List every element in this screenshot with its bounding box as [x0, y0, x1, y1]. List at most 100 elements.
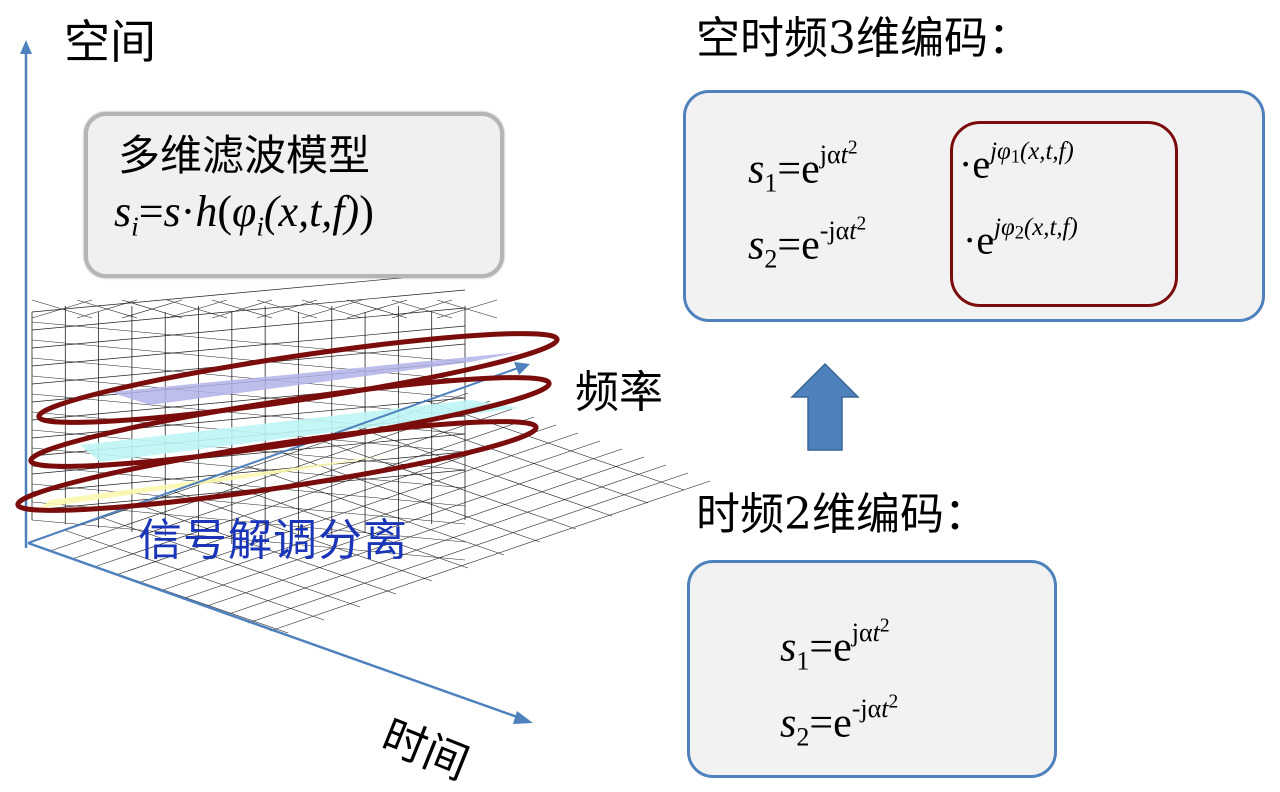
s2-exp-t: t: [881, 693, 889, 723]
grid-line: [159, 440, 601, 592]
grid-line: [171, 490, 433, 582]
grid-line: [279, 451, 541, 543]
s1-exp-pow: 2: [847, 137, 858, 158]
s1-exp-prefix: jα: [851, 617, 873, 647]
s2-exp-pow: 2: [856, 213, 867, 234]
frequency-axis-label: 频率: [575, 367, 663, 418]
3d-coding-title: 空时频3维编码：: [696, 13, 1032, 64]
s1-exp-prefix: jα: [819, 139, 841, 169]
grid-line: [121, 299, 183, 319]
grid-line: [211, 299, 273, 319]
signal-demod-label: 信号解调分离: [138, 515, 408, 566]
eq-close: ): [359, 187, 374, 236]
grid-line: [31, 339, 466, 381]
space-axis-arrowhead: [20, 40, 32, 54]
eq-dot: ·: [180, 187, 196, 236]
2d-eq-s2: s2=e-jαt2: [780, 691, 898, 752]
grid-line: [63, 529, 325, 621]
ellipse-bottom: [15, 419, 539, 513]
eq-phi: φ: [231, 187, 257, 236]
2d-eq-s1: s1=ejαt2: [780, 615, 890, 676]
frequency-planes: [40, 352, 520, 508]
eq-open: (: [217, 187, 232, 236]
time-axis: [27, 541, 521, 720]
grid-line: [31, 271, 466, 313]
phase2-dot: ·: [963, 217, 977, 263]
eq-args: (x,t,f): [263, 187, 360, 236]
grid-line: [203, 456, 645, 608]
phase2-args: (x,t,f): [1024, 214, 1078, 241]
plane-purple: [110, 352, 520, 405]
s2-equals: =: [809, 700, 834, 747]
grid-line: [31, 451, 466, 493]
grid-line: [166, 299, 228, 319]
s2-exp-prefix: -jα: [819, 215, 850, 245]
s1-equals: =: [777, 146, 802, 193]
filter-model-equation: si=s·h(φi(x,t,f)): [114, 186, 374, 243]
grid-line: [31, 483, 466, 525]
phase1-base: e: [972, 141, 991, 187]
3d-coding-box: s1=ejαt2 s2=e-jαt2 ·ejφ1(x,t,f) ·ejφ2(x,…: [683, 90, 1265, 322]
up-arrow-icon: [790, 362, 860, 451]
plane-yellow: [40, 455, 390, 508]
grid-line: [76, 299, 138, 319]
s2-sub: 2: [796, 722, 810, 752]
2d-coding-title: 时频2维编码：: [696, 489, 988, 540]
s2-symbol: s: [748, 222, 765, 269]
phase2-base: e: [976, 217, 995, 263]
3d-eq-s2: s2=e-jαt2: [748, 213, 866, 274]
filter-model-title: 多维滤波模型: [118, 131, 371, 180]
grid-line: [256, 299, 318, 319]
grid-line: [346, 299, 408, 319]
eq-phi-sub: i: [256, 211, 264, 242]
phase2-exp: jφ: [994, 214, 1015, 241]
s2-exp-prefix: -jα: [851, 693, 882, 723]
grid-line: [31, 307, 466, 349]
phase1-args: (x,t,f): [1020, 138, 1074, 165]
frequency-axis-arrowhead: [514, 362, 530, 375]
grid-line: [93, 416, 535, 568]
grid-line: [225, 464, 667, 616]
space-axis-label: 空间: [64, 15, 156, 69]
s1-symbol: s: [780, 624, 797, 671]
grid-line: [247, 472, 689, 624]
grid-line: [181, 448, 623, 600]
frequency-axis: [27, 367, 519, 544]
3d-eq-s1: s1=ejαt2: [748, 137, 858, 198]
eq-s: s: [163, 187, 181, 236]
grid-line: [31, 289, 466, 331]
spatial-phase-box: ·ejφ1(x,t,f) ·ejφ2(x,t,f): [950, 121, 1178, 307]
grid-line: [243, 464, 505, 556]
eq-equals: =: [138, 187, 164, 236]
phase-term-2: ·ejφ2(x,t,f): [963, 214, 1078, 264]
s2-base: e: [833, 700, 852, 747]
grid-line: [387, 412, 649, 504]
phase1-dot: ·: [959, 141, 973, 187]
eq-lhs: s: [114, 187, 132, 236]
demod-ellipses: [15, 331, 560, 513]
s1-base: e: [801, 146, 820, 193]
s2-sub: 2: [764, 244, 778, 274]
s2-symbol: s: [780, 700, 797, 747]
phase2-exp-sub: 2: [1014, 222, 1024, 244]
s1-sub: 1: [764, 168, 778, 198]
eq-h: h: [195, 187, 218, 236]
grid-line: [351, 425, 613, 517]
phase1-exp-sub: 1: [1010, 146, 1020, 168]
s1-base: e: [833, 624, 852, 671]
s1-exp-t: t: [840, 139, 848, 169]
s2-equals: =: [777, 222, 802, 269]
grid-line: [31, 519, 466, 561]
grid-line: [301, 299, 363, 319]
phase1-exp: jφ: [990, 138, 1011, 165]
grid-line: [99, 516, 361, 608]
grid-line: [135, 503, 397, 595]
s1-equals: =: [809, 624, 834, 671]
filter-model-box: 多维滤波模型 si=s·h(φi(x,t,f)): [84, 112, 504, 278]
grid-line: [31, 357, 466, 399]
phase-term-1: ·ejφ1(x,t,f): [959, 138, 1074, 188]
2d-coding-box: s1=ejαt2 s2=e-jαt2: [687, 560, 1057, 778]
grid-line: [137, 432, 579, 584]
grid-line: [31, 321, 466, 363]
